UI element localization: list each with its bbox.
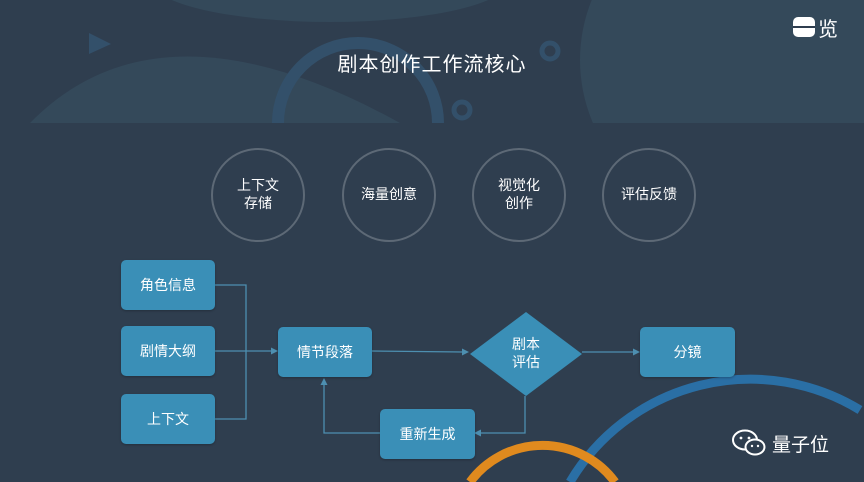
logo-text: 览 (818, 16, 838, 41)
arrow-to-eval (462, 348, 469, 356)
play-triangle-icon (89, 33, 111, 54)
core-item-line2: 存储 (244, 196, 272, 212)
regenerate-box[interactable]: 重新生成 (380, 409, 475, 459)
core-item-massive-ideas: 海量创意 (342, 148, 436, 242)
connector-role (215, 284, 247, 351)
bg-ring-large (539, 40, 561, 62)
flow-arrowheads (271, 347, 640, 437)
connector-context (215, 351, 247, 420)
watermark: 量子位 (732, 425, 829, 461)
wechat-icon (732, 429, 766, 456)
evaluate-diamond[interactable] (470, 312, 582, 396)
core-item-line1: 海量创意 (361, 187, 417, 203)
evaluate-line2: 评估 (512, 355, 540, 371)
connector-plot-eval (371, 350, 464, 353)
arrow-to-plot-up (320, 378, 328, 385)
evaluate-line1: 剧本 (512, 337, 540, 353)
core-item-evaluation-feedback: 评估反馈 (602, 148, 696, 242)
plot-segment-box[interactable]: 情节段落 (278, 327, 372, 377)
evaluate-label: 剧本评估 (470, 312, 582, 396)
core-item-line1: 视觉化 (498, 178, 540, 194)
input-context[interactable]: 上下文 (121, 394, 215, 444)
core-item-line2: 创作 (505, 196, 533, 212)
bg-arc (272, 37, 444, 124)
input-plot-outline[interactable]: 剧情大纲 (121, 326, 215, 376)
bg-orange-arc (466, 440, 619, 482)
core-item-line1: 评估反馈 (621, 187, 677, 203)
core-item-line1: 上下文 (237, 178, 279, 194)
brand-logo: 览 (793, 14, 838, 41)
core-item-visual-creation: 视觉化创作 (472, 148, 566, 242)
watermark-text: 量子位 (772, 433, 830, 456)
connector-regen-plot (323, 384, 380, 434)
bg-ring-small (451, 99, 473, 121)
core-item-context-storage: 上下文存储 (211, 148, 305, 242)
arrow-to-regen (474, 429, 481, 437)
logo-mark-icon (793, 17, 815, 37)
bg-blue-arc (566, 374, 863, 482)
bg-left-hill (30, 56, 400, 123)
page-title: 剧本创作工作流核心 (337, 52, 527, 76)
connector-eval-regen (480, 396, 526, 434)
storyboard-box[interactable]: 分镜 (640, 327, 735, 377)
arrow-to-plot (271, 347, 278, 355)
bg-top-ellipse (171, 0, 489, 22)
flow-connectors (215, 284, 634, 434)
input-role-info[interactable]: 角色信息 (121, 260, 215, 310)
arrow-to-storyboard (633, 348, 640, 356)
